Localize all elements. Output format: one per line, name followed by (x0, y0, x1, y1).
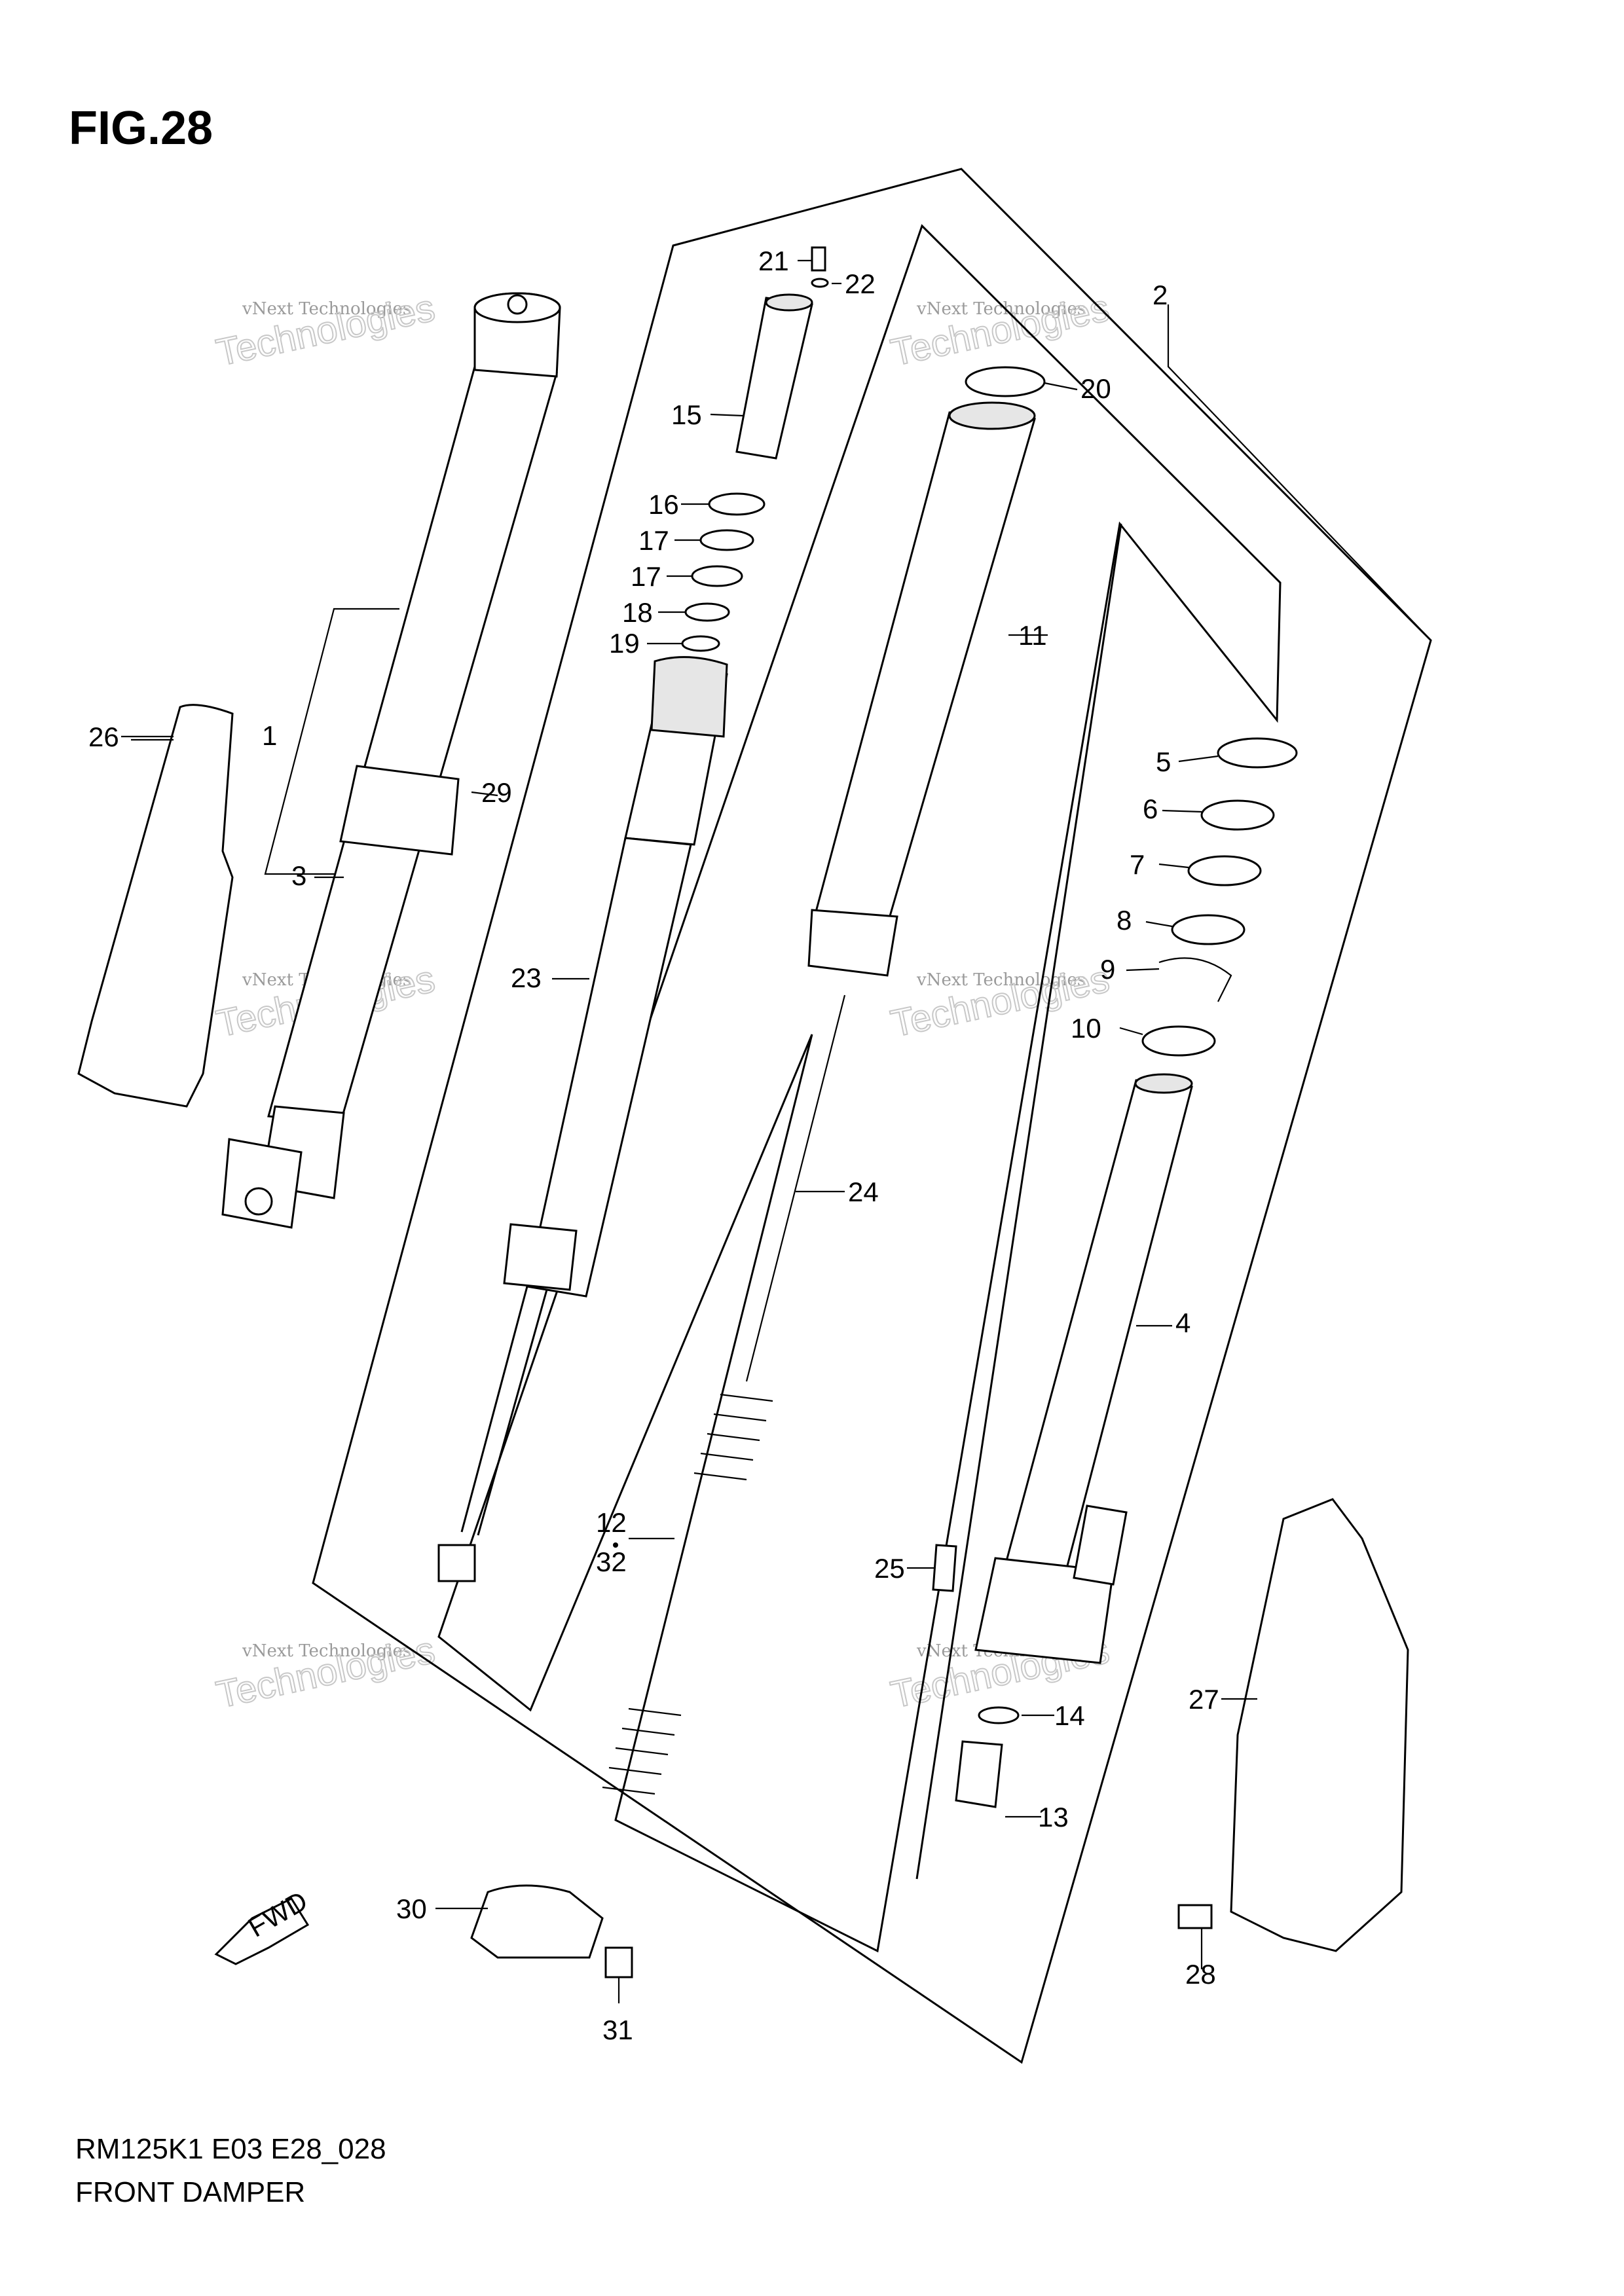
inner-fork-leg-4 (974, 1073, 1193, 1664)
outer-tube (267, 365, 558, 1124)
o-ring-20 (965, 366, 1046, 397)
callout-separator-dot (613, 1542, 618, 1548)
callout-c11: 11 (1018, 620, 1047, 651)
callout-c27: 27 (1189, 1684, 1219, 1715)
watermark-text: vNext Technologies (242, 299, 411, 319)
seal-stack (1141, 737, 1298, 1057)
callout-c22: 22 (845, 268, 876, 299)
callout-c19: 19 (609, 628, 640, 659)
callout-c10: 10 (1071, 1013, 1101, 1044)
callout-c13: 13 (1038, 1802, 1069, 1832)
callout-c28: 28 (1185, 1959, 1216, 1990)
top-cap-parts (681, 246, 829, 652)
callout-c21: 21 (758, 246, 789, 276)
callout-c15: 15 (671, 399, 702, 430)
figure-caption: FRONT DAMPER (75, 2176, 305, 2208)
watermark: vNext Technologies Technologies (212, 286, 439, 375)
callout-c7: 7 (1130, 849, 1145, 880)
model-code: RM125K1 E03 E28_028 (75, 2133, 386, 2165)
bolt-31 (604, 1946, 633, 1978)
callout-c8: 8 (1116, 905, 1132, 936)
callout-c20: 20 (1080, 373, 1111, 404)
callout-c14: 14 (1054, 1700, 1085, 1731)
callout-c30: 30 (396, 1893, 427, 1924)
watermark-text: vNext Technologies (916, 299, 1086, 319)
callout-c2: 2 (1153, 280, 1168, 310)
callout-c32: 32 (596, 1546, 627, 1577)
callout-c9: 9 (1100, 954, 1115, 985)
callout-c17a: 17 (638, 525, 669, 556)
push-rod-24 (745, 994, 846, 1382)
fork-guard-left (77, 704, 234, 1108)
watermark-text: vNext Technologies (916, 970, 1086, 990)
leader-lines (121, 259, 1431, 2003)
inner-assembly-frame (437, 224, 1282, 1953)
callout-c24: 24 (848, 1176, 879, 1207)
callout-c25: 25 (874, 1553, 905, 1584)
outer-assembly-frame (312, 168, 1432, 2064)
fork-guard-right (1230, 1498, 1409, 1952)
callout-c23: 23 (511, 962, 542, 993)
bolt-13 (955, 1740, 1003, 1808)
watermark: vNext Technologies Technologies (887, 286, 1114, 375)
bracket-1-3 (264, 608, 399, 875)
fwd-arrow: FWD (214, 1885, 312, 1965)
callout-c29: 29 (481, 777, 512, 808)
callout-c1: 1 (262, 720, 277, 751)
watermark-text: vNext Technologies (242, 1641, 411, 1661)
callout-c31: 31 (602, 2014, 633, 2045)
callout-c26: 26 (88, 721, 119, 752)
bolt-28 (1177, 1904, 1213, 1929)
springs (602, 1393, 773, 1795)
clamp-30 (470, 1884, 604, 1959)
callout-c18: 18 (622, 597, 653, 628)
callout-c3: 3 (291, 860, 306, 891)
inner-tube-11 (807, 401, 1036, 977)
washer-14 (978, 1706, 1020, 1724)
callout-c6: 6 (1143, 793, 1158, 824)
damper-cartridge (437, 656, 728, 1582)
lower-inner-frame (915, 523, 1122, 1880)
bolt-25 (932, 1544, 957, 1592)
fork-assembly-left (221, 292, 561, 1229)
callout-c16: 16 (648, 489, 679, 520)
callout-c5: 5 (1156, 746, 1171, 777)
figure-title: FIG.28 (69, 102, 213, 155)
watermark: vNext Technologies Technologies (212, 1628, 439, 1717)
callout-c4: 4 (1175, 1307, 1190, 1338)
callout-labels: 1234567891011121314151617171819202122232… (88, 246, 1219, 2045)
callout-c17b: 17 (631, 561, 661, 592)
callout-c12: 12 (596, 1507, 627, 1538)
